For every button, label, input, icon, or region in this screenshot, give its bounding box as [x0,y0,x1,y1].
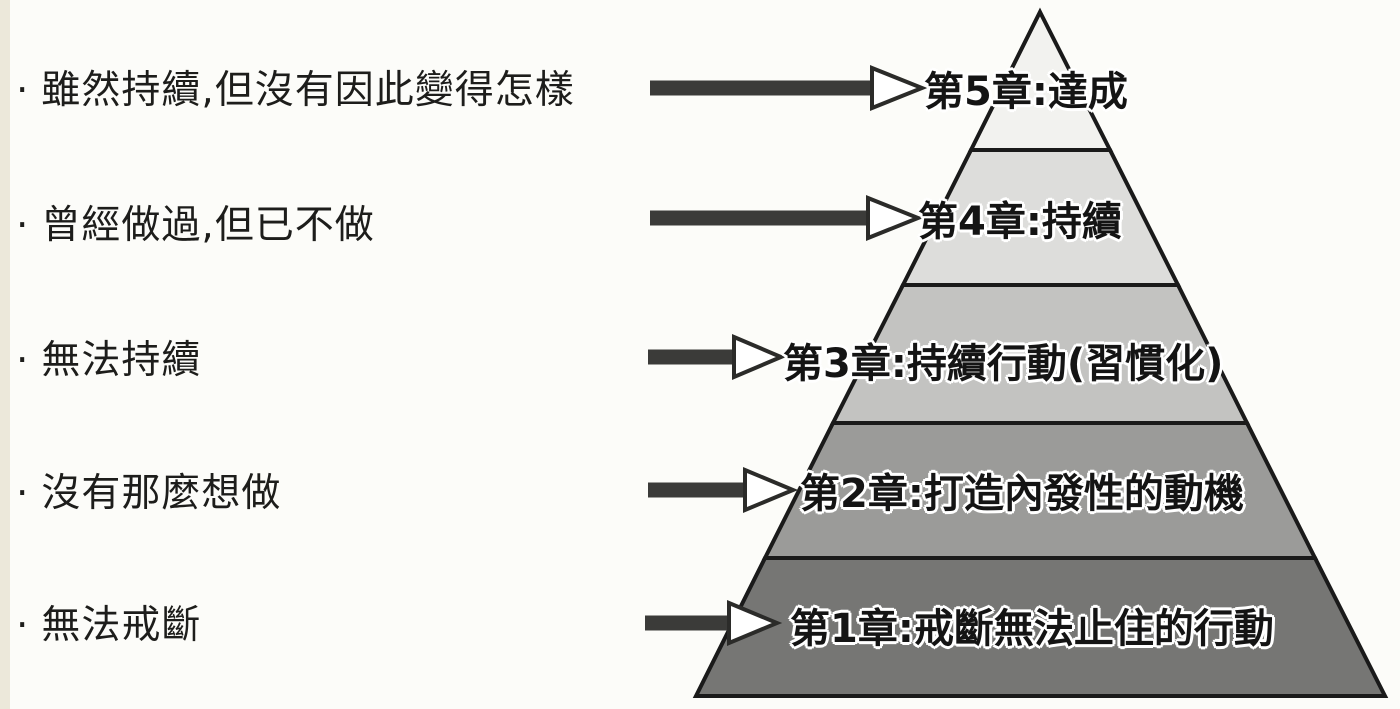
bullet-dot: · [16,203,30,248]
arrow-to-chapter-3-icon [648,333,787,381]
problem-item-2: ·曾經做過,但已不做 [16,194,375,250]
problem-item-1: ·雖然持續,但沒有因此變得怎樣 [16,59,575,115]
bullet-dot: · [16,338,30,383]
bullet-dot: · [16,471,30,516]
bullet-dot: · [16,68,30,113]
arrow-to-chapter-1-icon [645,600,783,646]
problem-item-4: ·沒有那麼想做 [16,462,281,518]
chapter-label-3: 第3章:持續行動(習慣化) [783,341,1224,387]
problem-item-3: ·無法持續 [16,329,201,385]
problem-text-5: 無法戒斷 [41,603,202,648]
chapter-label-1: 第1章:戒斷無法止住的行動 [790,606,1274,652]
arrow-to-chapter-2-icon [648,467,799,513]
problem-text-2: 曾經做過,但已不做 [41,203,375,248]
chapter-label-5: 第5章:達成 [924,69,1128,115]
problem-item-5: ·無法戒斷 [16,594,201,650]
arrow-to-chapter-4-icon [650,195,924,241]
chapter-label-2: 第2章:打造內發性的動機 [800,471,1244,517]
problem-text-3: 無法持續 [41,338,202,383]
problem-text-4: 沒有那麼想做 [41,471,282,516]
arrow-to-chapter-5-icon [650,65,928,111]
bullet-dot: · [16,603,30,648]
page-edge-strip [0,0,10,709]
pyramid-level-1 [692,556,1389,698]
chapter-label-4: 第4章:持續 [918,199,1122,245]
problem-text-1: 雖然持續,但沒有因此變得怎樣 [41,68,575,113]
